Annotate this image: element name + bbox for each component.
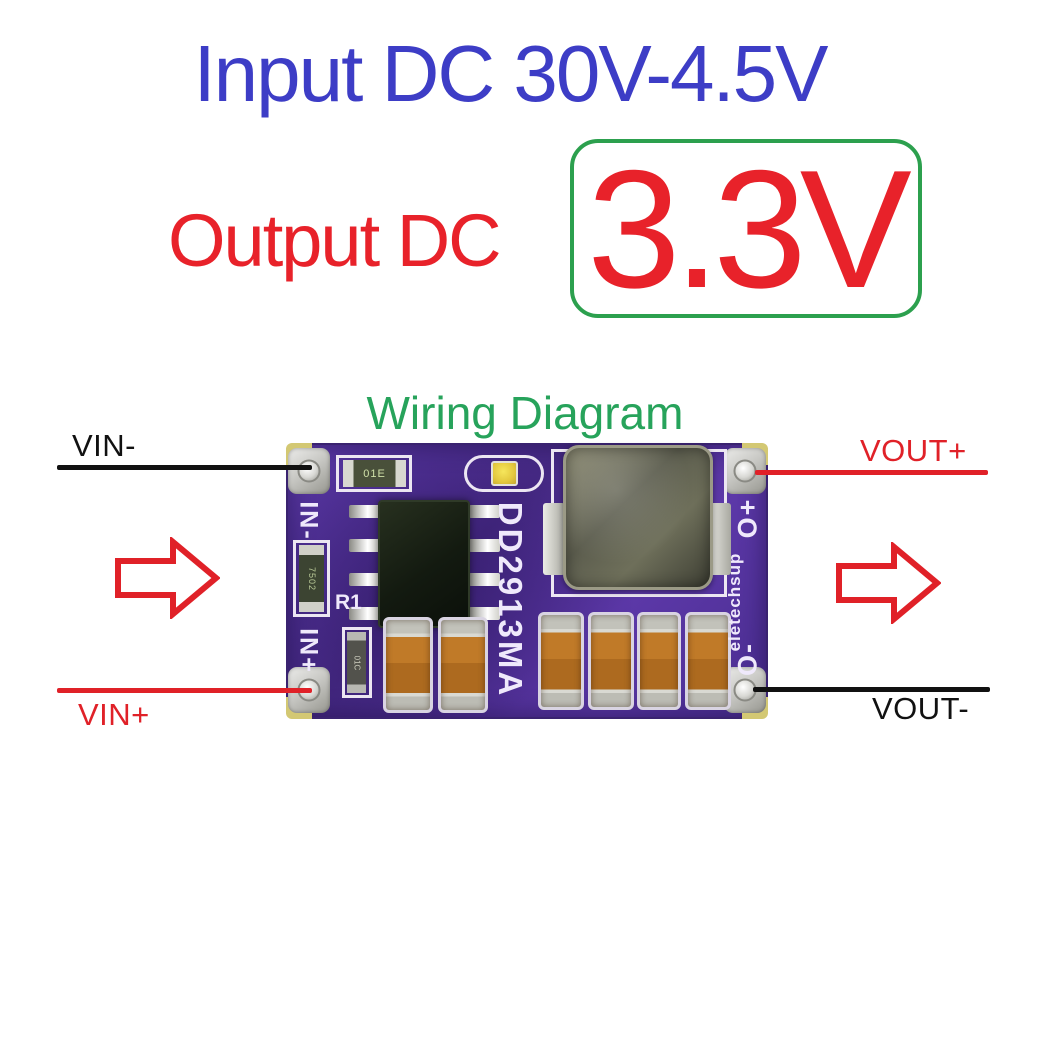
ic-pin bbox=[469, 607, 500, 620]
wiring-diagram-heading: Wiring Diagram bbox=[366, 387, 684, 439]
ic-pin bbox=[349, 505, 380, 518]
board-pin-label-in-plus: IN+ bbox=[294, 628, 323, 674]
led-indicator bbox=[491, 461, 518, 486]
board-ref-r1-label: R1 bbox=[335, 591, 362, 614]
capacitor bbox=[538, 612, 584, 710]
resistor-left: 7502 bbox=[299, 545, 324, 612]
diode-code: 01C bbox=[352, 655, 361, 670]
board-model-label: DD2913MA bbox=[492, 501, 529, 699]
output-voltage-label: Output DC bbox=[168, 199, 502, 282]
ic-pin bbox=[349, 539, 380, 552]
pcb-module: 01E 7502 01C bbox=[286, 443, 768, 719]
capacitor bbox=[383, 617, 433, 713]
wire-label-vin-plus: VIN+ bbox=[78, 697, 150, 732]
ic-chip bbox=[378, 500, 470, 628]
wire-label-vout-plus: VOUT+ bbox=[860, 433, 967, 468]
arrow-right-icon bbox=[115, 537, 220, 619]
ic-pin bbox=[469, 505, 500, 518]
wire-vin-minus bbox=[57, 465, 312, 470]
ic-pin bbox=[469, 573, 500, 586]
wire-label-vout-minus: VOUT- bbox=[872, 691, 970, 726]
ic-pin bbox=[349, 607, 380, 620]
resistor-top: 01E bbox=[343, 460, 406, 487]
silkscreen-outline bbox=[336, 455, 412, 492]
wire-vout-minus bbox=[753, 687, 990, 692]
inductor-solder-tab bbox=[709, 503, 731, 575]
inductor-solder-tab bbox=[543, 503, 565, 575]
wire-label-vin-minus: VIN- bbox=[72, 428, 136, 463]
output-voltage-value: 3.3V bbox=[587, 134, 912, 323]
wire-vin-plus bbox=[57, 688, 312, 693]
input-voltage-title: Input DC 30V-4.5V bbox=[193, 29, 828, 118]
silkscreen-outline bbox=[342, 627, 372, 698]
diode-component: 01C bbox=[347, 632, 366, 693]
resistor-left-code: 7502 bbox=[306, 566, 317, 591]
inductor bbox=[563, 445, 713, 590]
resistor-top-code: 01E bbox=[363, 467, 386, 480]
silkscreen-led-outline bbox=[464, 455, 544, 492]
arrow-right-icon bbox=[836, 542, 941, 624]
board-pin-label-out-plus: O+ bbox=[732, 497, 763, 539]
ic-pin bbox=[469, 539, 500, 552]
capacitor bbox=[588, 612, 634, 710]
solder-pad-in-minus bbox=[288, 448, 330, 494]
capacitor bbox=[637, 612, 681, 710]
capacitor bbox=[685, 612, 731, 710]
board-brand-label: eletechsup bbox=[725, 552, 744, 652]
board-pin-label-in-minus: IN- bbox=[294, 501, 323, 541]
capacitor bbox=[438, 617, 488, 713]
ic-pin bbox=[349, 573, 380, 586]
silkscreen-outline bbox=[293, 540, 330, 617]
output-value-box: 3.3V bbox=[570, 139, 922, 318]
wire-vout-plus bbox=[755, 470, 988, 475]
